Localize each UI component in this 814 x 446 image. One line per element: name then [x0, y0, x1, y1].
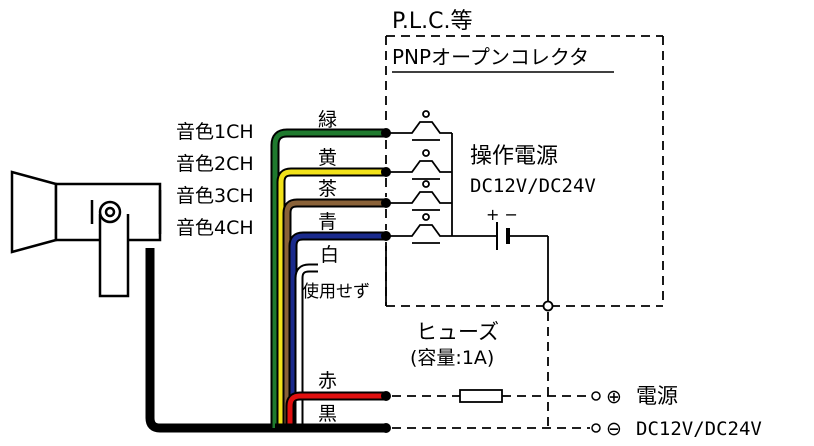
wire-terminals: [381, 128, 391, 433]
channel-3-label: 音色3CH: [176, 185, 254, 207]
plc-title: P.L.C.等: [392, 9, 472, 34]
wire-brown: [284, 200, 385, 428]
fuse-label: ヒューズ: [416, 320, 499, 344]
plus-symbol: ⊕: [606, 386, 622, 408]
wire-bundle: [270, 128, 385, 433]
wire-yellow: [278, 169, 385, 428]
wire-color-brown: 茶: [318, 178, 337, 200]
wire-red: [287, 393, 385, 428]
speaker-cable: [145, 248, 275, 433]
power-supply-voltage: DC12V/DC24V: [636, 418, 762, 440]
battery-icon: [452, 222, 549, 306]
minus-symbol: ⊖: [606, 418, 622, 440]
operating-power-title: 操作電源: [470, 144, 558, 169]
terminal-minus: [591, 423, 601, 433]
wire-color-green: 緑: [318, 109, 337, 131]
horn-speaker-icon: [10, 170, 162, 298]
wire-color-blue: 青: [318, 211, 337, 233]
channel-4-label: 音色4CH: [176, 217, 254, 239]
wire-blue: [290, 233, 385, 428]
wire-color-black: 黒: [318, 403, 337, 425]
channel-2-label: 音色2CH: [176, 153, 254, 175]
wire-white: [296, 265, 318, 428]
unused-note: 使用せず: [302, 281, 370, 302]
junction-dot: [542, 300, 554, 312]
power-lines: [392, 312, 590, 429]
wire-color-yellow: 黄: [318, 147, 337, 169]
channel-1-label: 音色1CH: [176, 121, 254, 143]
pnp-transistors: [386, 110, 453, 244]
output-type-label: PNPオープンコレクタ: [392, 45, 589, 69]
battery-polarity: + −: [486, 205, 518, 224]
terminal-plus: [591, 391, 601, 401]
wire-green: [272, 130, 385, 428]
fuse-icon: [459, 389, 503, 403]
operating-power-voltage: DC12V/DC24V: [470, 175, 596, 197]
wire-color-red: 赤: [318, 370, 337, 392]
fuse-capacity: (容量:1A): [410, 347, 494, 369]
power-supply-label: 電源: [636, 384, 678, 408]
plc-box: [385, 35, 664, 307]
wire-color-white: 白: [320, 244, 339, 266]
